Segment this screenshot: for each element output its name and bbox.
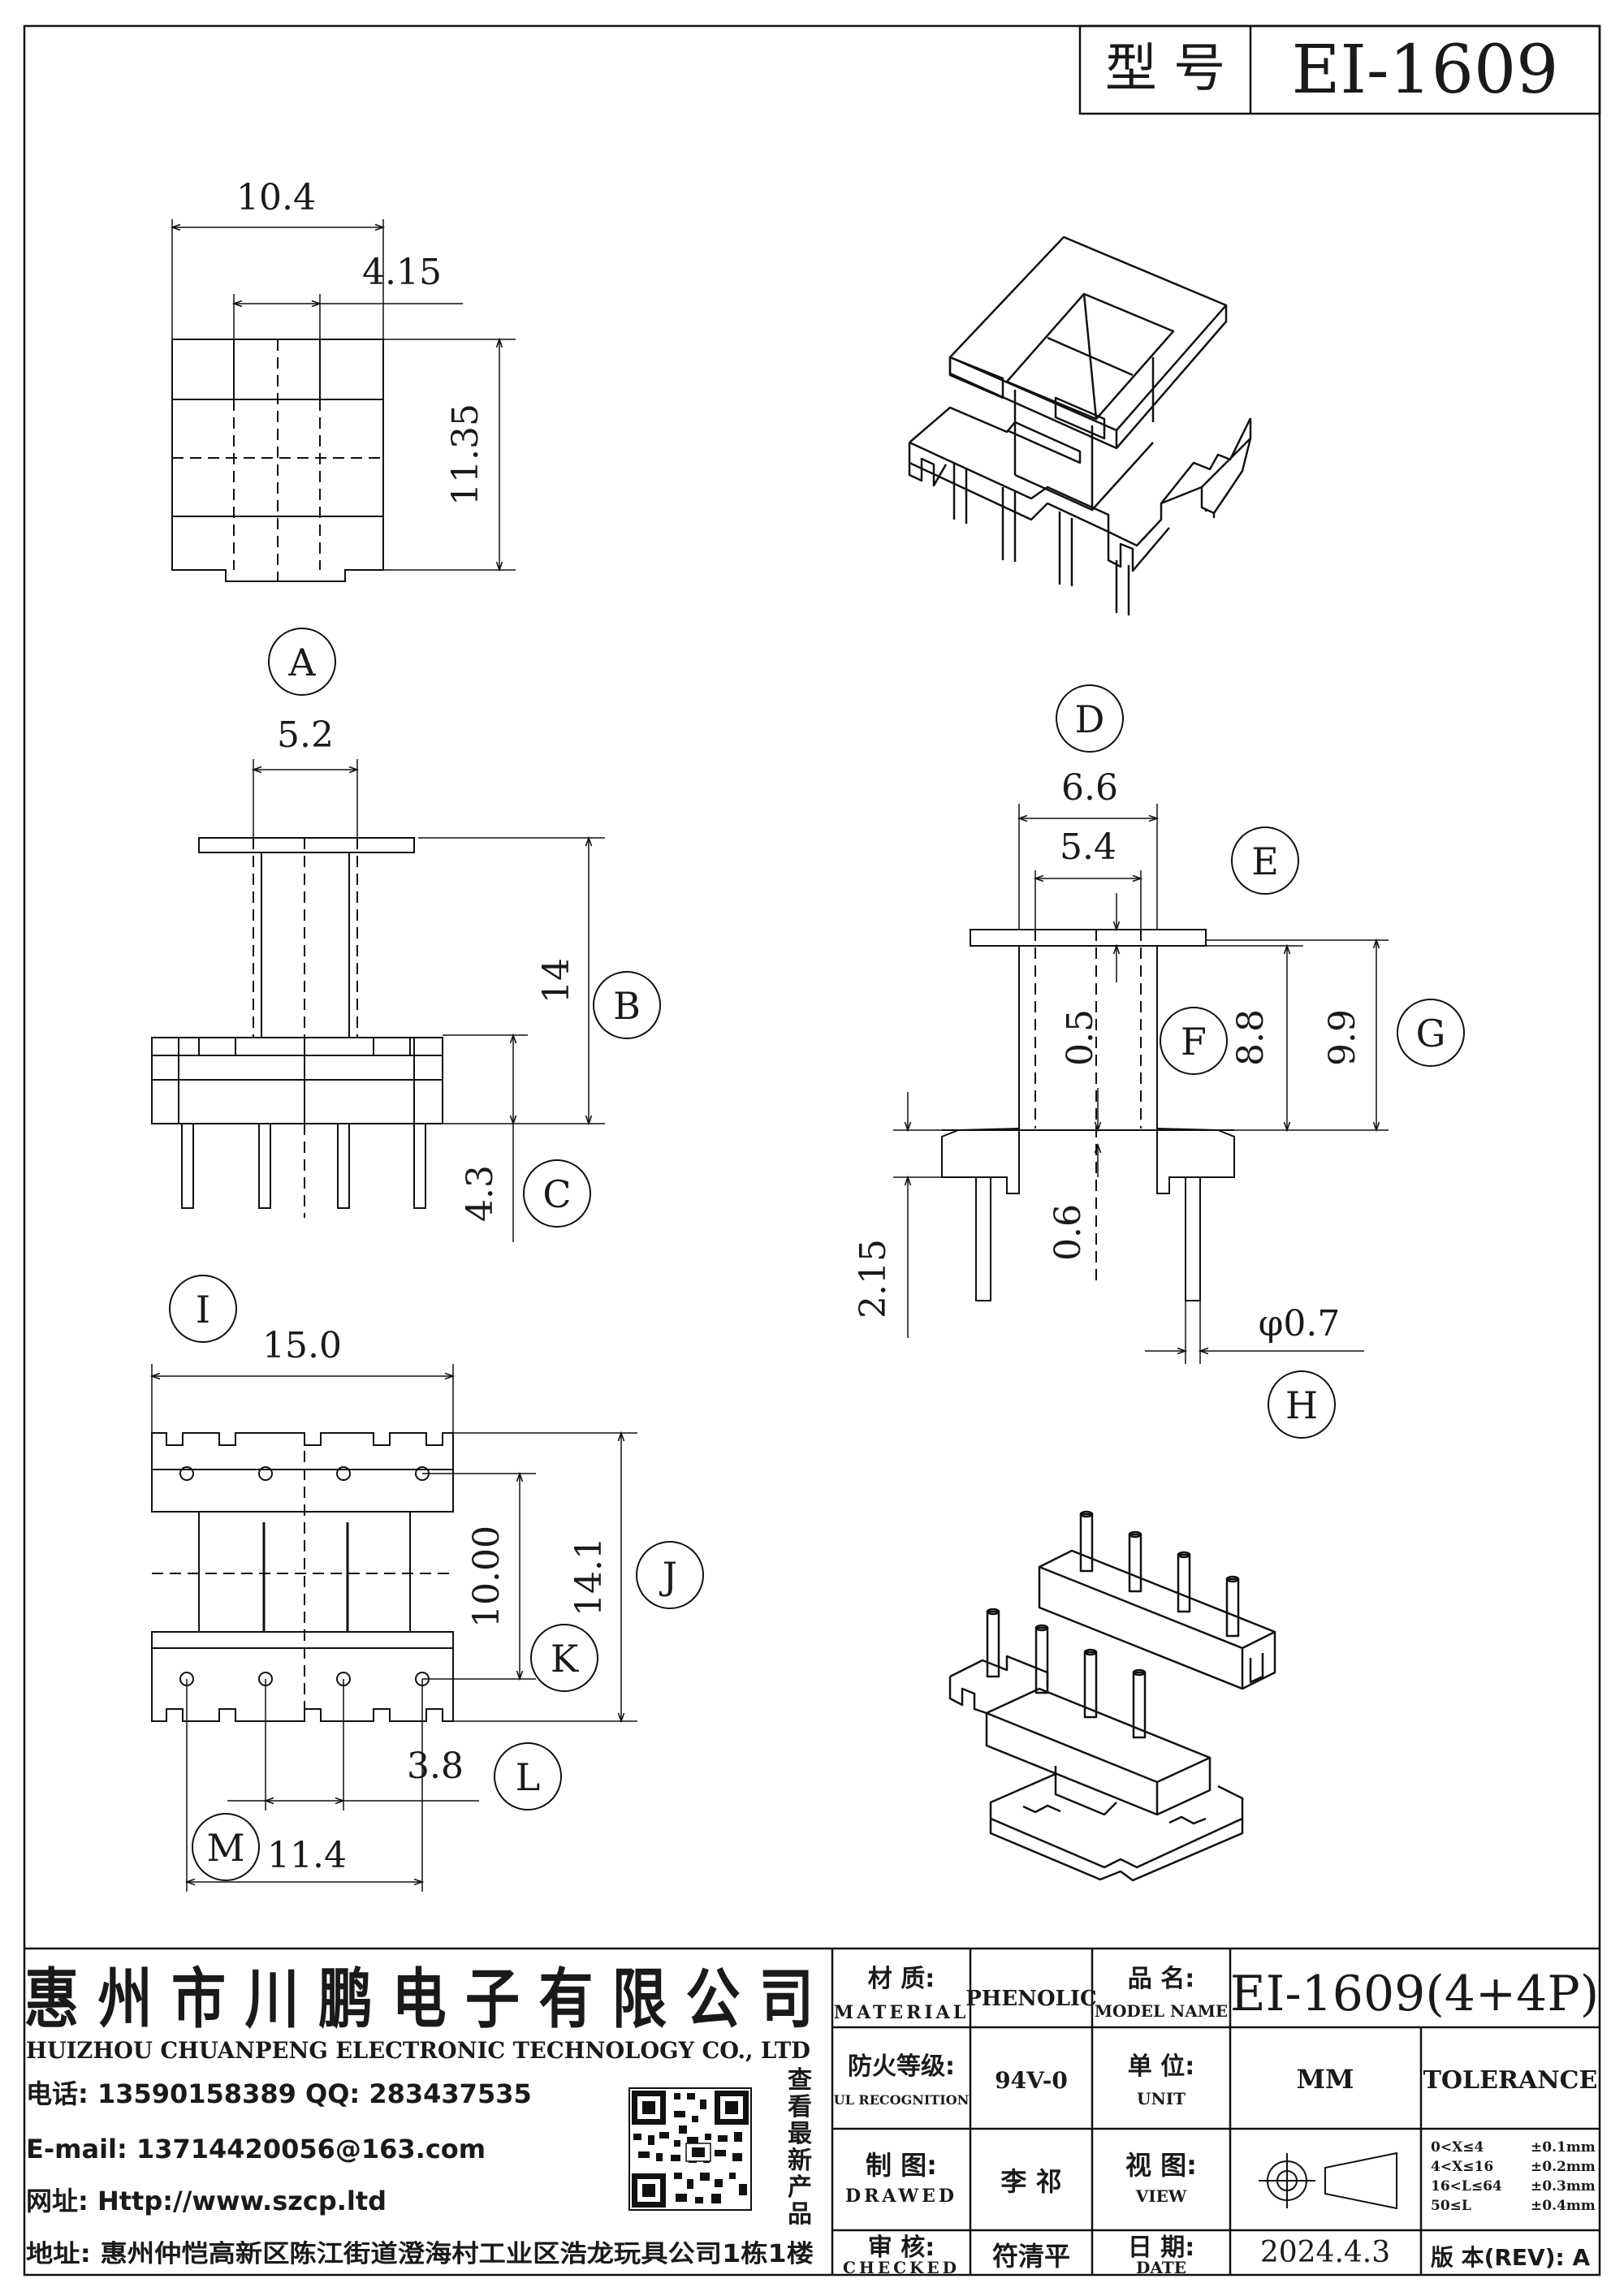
svg-text:最: 最 [788, 2120, 812, 2148]
dim-d-inner: 5.4 [1060, 826, 1116, 868]
qr-code-icon [628, 2087, 752, 2211]
company-website: 网址: Http://www.szcp.ltd [26, 2186, 387, 2216]
dim-b-height: 14 [536, 958, 577, 1003]
company-address: 地址: 惠州仲恺高新区陈江街道澄海村工业区浩龙玩具公司1栋1楼 [26, 2240, 814, 2268]
company-email: E-mail: 13714420056@163.com [26, 2134, 486, 2164]
unit-label-en: UNIT [1137, 2089, 1186, 2108]
unit-value: MM [1297, 2064, 1354, 2095]
tolerance-table: 0<X≤4 ±0.1mm 4<X≤16 ±0.2mm 16<L≤64 ±0.3m… [1431, 2139, 1596, 2214]
view-b-front [151, 759, 605, 1242]
dim-h-base: 0.6 [1047, 1204, 1089, 1261]
svg-text:4<X≤16: 4<X≤16 [1431, 2159, 1493, 2175]
model-name-value: EI-1609(4+4P) [1230, 1966, 1599, 2022]
company-phone: 电话: 13590158389 QQ: 283437535 [26, 2078, 532, 2109]
dim-a-height: 11.35 [445, 404, 486, 506]
dim-j-height: 14.1 [568, 1537, 610, 1616]
dim-c-height: 4.3 [460, 1165, 501, 1222]
view-label: 视 图: [1125, 2150, 1197, 2181]
ul-value: 94V-0 [995, 2067, 1068, 2094]
svg-text:±0.3mm: ±0.3mm [1531, 2178, 1596, 2195]
material-value: PHENOLIC [965, 1987, 1096, 2011]
drawn-label: 制 图: [866, 2150, 937, 2181]
material-label-en: MATERIAL [834, 2002, 969, 2023]
svg-text:查: 查 [788, 2066, 812, 2095]
unit-label: 单 位: [1128, 2052, 1194, 2081]
svg-text:品: 品 [788, 2200, 812, 2229]
dim-m-span: 11.4 [267, 1835, 347, 1876]
dim-h-pin-length: 2.15 [853, 1239, 894, 1318]
sheet-border [23, 24, 1601, 2277]
drawn-label-en: DRAWED [845, 2186, 957, 2207]
view-label-a: A [287, 641, 316, 684]
svg-text:±0.1mm: ±0.1mm [1531, 2139, 1596, 2156]
dim-k-pitch-vertical: 10.00 [466, 1526, 508, 1628]
checked-label-en: CHECKED [843, 2258, 960, 2277]
dim-g-height: 9.9 [1322, 1009, 1363, 1066]
svg-text:产: 产 [788, 2173, 812, 2202]
dim-d-flange: 0.5 [1060, 1009, 1101, 1066]
iso-view-top [908, 235, 1252, 615]
projection-symbol-icon [1259, 2151, 1397, 2210]
svg-text:0<X≤4: 0<X≤4 [1431, 2139, 1484, 2156]
model-header-value: EI-1609 [1292, 32, 1559, 109]
svg-text:新: 新 [788, 2147, 812, 2175]
dim-a-inner: 4.15 [362, 252, 442, 293]
dim-f-height: 8.8 [1230, 1009, 1272, 1066]
view-label-k: K [551, 1637, 580, 1681]
svg-text:16<L≤64: 16<L≤64 [1431, 2178, 1502, 2195]
model-header-label: 型 号 [1105, 39, 1225, 99]
view-label-f: F [1181, 1020, 1207, 1064]
view-i-bottom [152, 1364, 637, 1892]
view-d-side [893, 804, 1389, 1364]
company-name-en: HUIZHOU CHUANPENG ELECTRONIC TECHNOLOGY … [26, 2037, 810, 2064]
dim-h-pin-diameter: φ0.7 [1259, 1303, 1341, 1344]
svg-text:看: 看 [788, 2093, 812, 2121]
tolerance-label: TOLERANCE [1423, 2066, 1598, 2095]
view-labels [169, 628, 1465, 1881]
dim-a-width: 10.4 [236, 177, 316, 218]
view-label-h: H [1285, 1383, 1318, 1427]
material-label: 材 质: [868, 1965, 935, 1993]
dim-d-width: 6.6 [1061, 767, 1118, 809]
date-value: 2024.4.3 [1260, 2236, 1390, 2269]
ul-label: 防火等级: [848, 2052, 955, 2081]
view-label-m: M [206, 1826, 244, 1870]
dim-b-width: 5.2 [277, 714, 334, 756]
revision-label: 版 本(REV): A [1431, 2244, 1591, 2271]
model-name-label-en: MODEL NAME [1095, 2001, 1228, 2021]
view-label-j: J [659, 1554, 677, 1598]
model-header-box: 型 号 EI-1609 [1078, 24, 1601, 115]
view-label-l: L [516, 1755, 541, 1799]
checked-value: 符清平 [992, 2241, 1070, 2272]
view-label-b: B [613, 984, 641, 1028]
qr-caption: 查 看 最 新 产 品 [788, 2066, 812, 2229]
date-label-en: DATE [1136, 2258, 1186, 2277]
dim-i-width: 15.0 [262, 1325, 342, 1366]
date-label: 日 期: [1128, 2233, 1194, 2262]
checked-label: 审 核: [868, 2233, 935, 2262]
view-label-c: C [542, 1172, 571, 1216]
view-label-e: E [1251, 839, 1279, 883]
drawn-value: 李 祁 [1000, 2166, 1061, 2197]
view-label-g: G [1416, 1012, 1446, 1055]
view-label-d: D [1075, 697, 1105, 741]
model-name-label: 品 名: [1128, 1965, 1194, 1993]
ul-label-en: UL RECOGNITION [834, 2092, 970, 2108]
svg-text:50≤L: 50≤L [1431, 2198, 1471, 2214]
view-a-top [172, 219, 516, 582]
dim-l-pitch: 3.8 [407, 1746, 464, 1787]
svg-text:±0.2mm: ±0.2mm [1531, 2159, 1596, 2175]
view-label-en: VIEW [1135, 2186, 1187, 2206]
iso-view-bottom [948, 1510, 1276, 1882]
title-block-grid [24, 1947, 1600, 2275]
svg-text:±0.4mm: ±0.4mm [1531, 2198, 1596, 2214]
company-name-cn: 惠 州 市 川 鹏 电 子 有 限 公 司 [24, 1962, 814, 2037]
view-label-i: I [196, 1288, 210, 1331]
